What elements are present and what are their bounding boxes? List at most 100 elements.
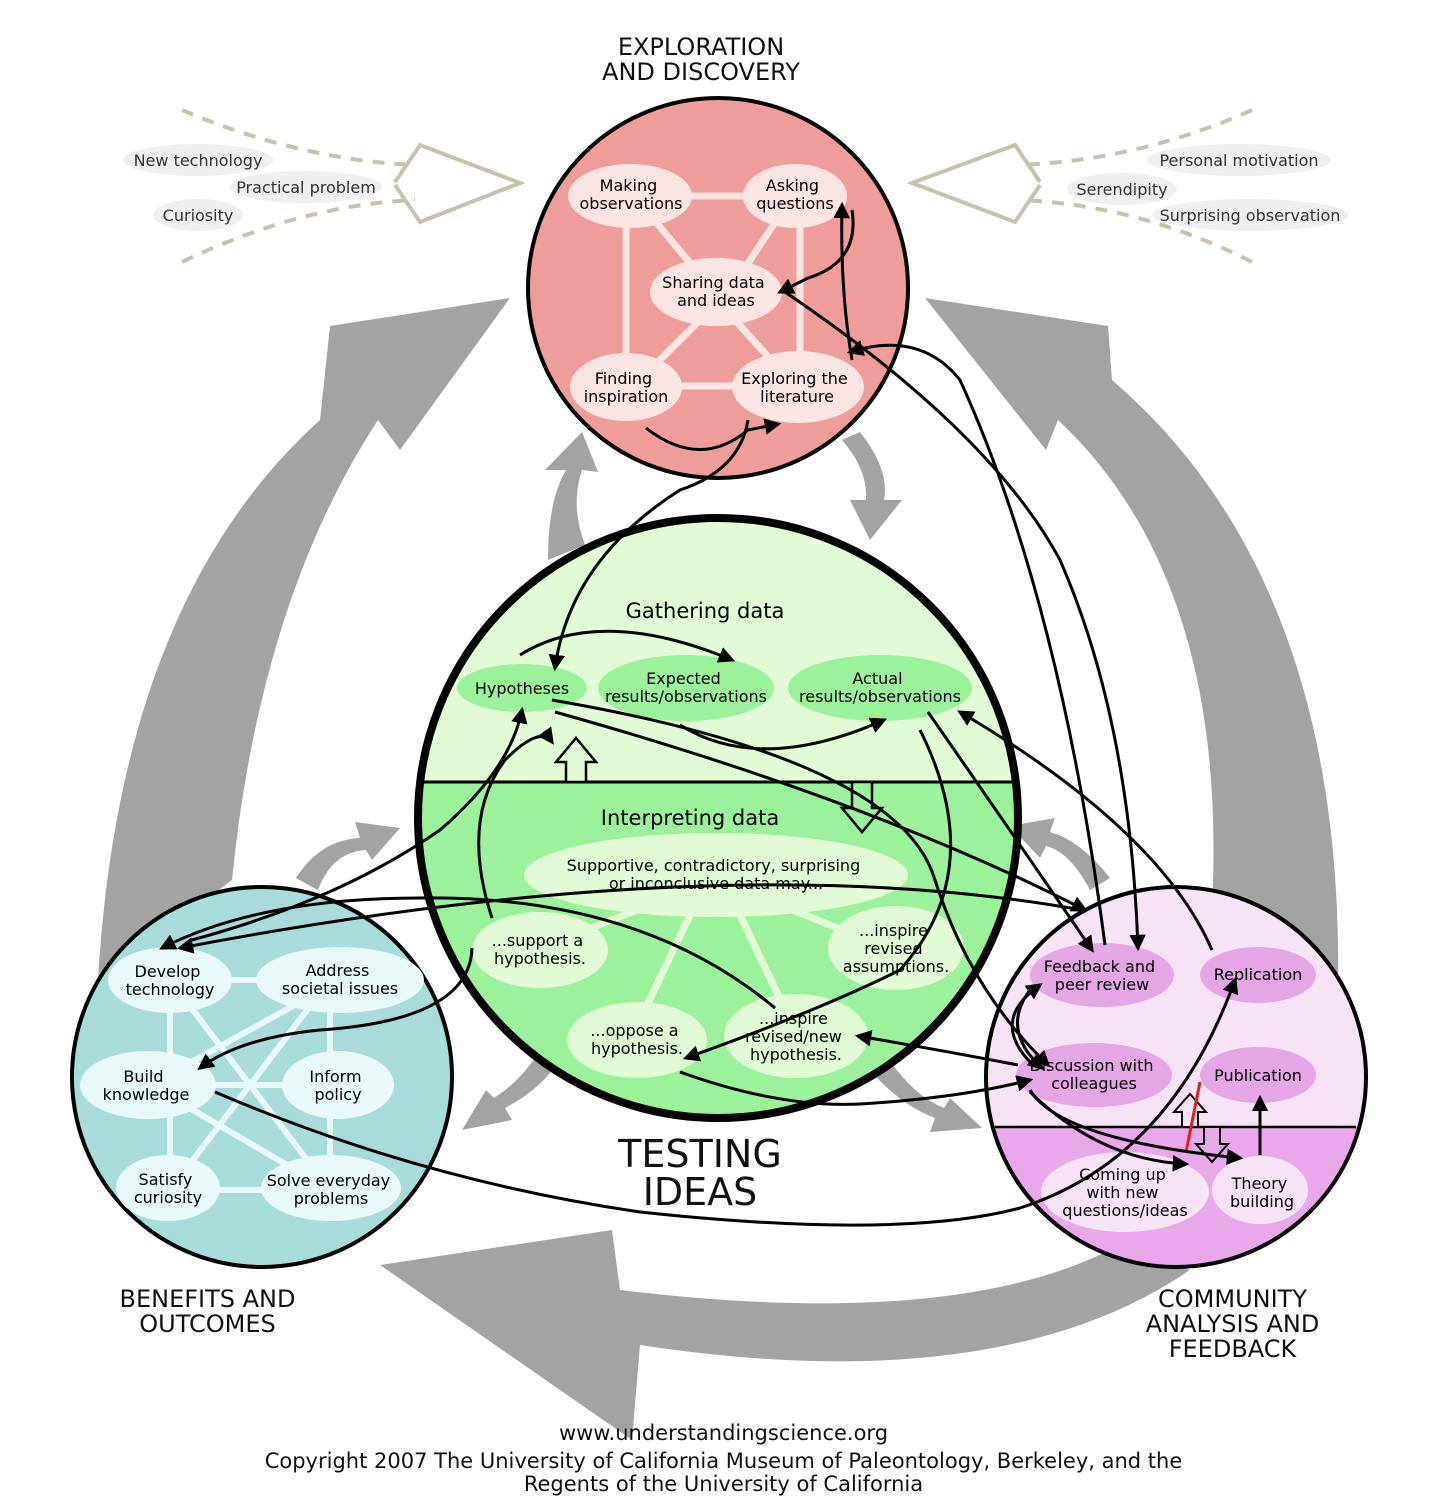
node-oppose-hypothesis: ...oppose a hypothesis. — [590, 1021, 683, 1058]
influence-practical-problem-label: Practical problem — [236, 178, 376, 197]
community-title-line2: ANALYSIS AND — [1145, 1310, 1320, 1338]
gathering-data-label: Gathering data — [626, 599, 785, 623]
node-finding-inspiration: Finding inspiration — [584, 369, 669, 406]
cycle-arrow-left — [98, 298, 510, 980]
benefits-circle: Develop technology Address societal issu… — [70, 885, 454, 1269]
arrow-hypotheses-to-feedback — [554, 710, 1088, 912]
influence-dash-right-2 — [1019, 198, 1253, 264]
arrow-feedback-to-discussion — [1016, 989, 1045, 1071]
testing-title-line2: IDEAS — [642, 1170, 758, 1214]
cycle-arrow-right — [925, 298, 1339, 990]
arrow-actual-to-feedback — [926, 711, 1094, 953]
influence-arrow-left-outline — [393, 142, 526, 225]
community-hollow-arrow-up — [1171, 1092, 1209, 1128]
benefits-title-line1: BENEFITS AND — [119, 1285, 296, 1313]
node-exploring-literature: Exploring the literature — [741, 369, 853, 406]
arrow-develop-to-hypotheses — [191, 706, 528, 942]
node-address-societal: Address societal issues — [282, 961, 398, 998]
node-supportive-data: Supportive, contradictory, surprising or… — [567, 856, 866, 893]
exploration-title-line1: EXPLORATION — [617, 33, 785, 61]
node-coming-up-questions: Coming up with new questions/ideas — [1062, 1165, 1187, 1220]
testing-title: TESTING IDEAS — [570, 1135, 830, 1211]
connector-test-community-down — [870, 1058, 982, 1132]
influence-surprising-observation-label: Surprising observation — [1160, 206, 1341, 225]
community-title: COMMUNITY ANALYSIS AND FEEDBACK — [1110, 1287, 1355, 1362]
node-expected-results: Expected results/observations — [605, 669, 767, 706]
connector-explore-test-down — [842, 432, 902, 540]
community-title-line3: FEEDBACK — [1168, 1335, 1297, 1363]
node-making-observations: Making observations — [580, 176, 683, 213]
node-inform-policy: Inform policy — [309, 1067, 366, 1104]
connector-test-community-up — [1010, 818, 1110, 890]
connector-test-benefit-up — [296, 822, 400, 890]
arrow-discussion-to-inspire — [854, 1030, 1019, 1067]
node-actual-results: Actual results/observations — [799, 669, 961, 706]
exploration-title: EXPLORATION AND DISCOVERY — [570, 35, 832, 85]
arrow-build-to-replication — [214, 976, 1239, 1227]
node-inspire-assumptions: ...inspire revised assumptions. — [843, 921, 949, 976]
node-theory-building: Theory building — [1230, 1174, 1294, 1211]
node-build-knowledge: Build knowledge — [103, 1067, 190, 1104]
influence-curiosity-label: Curiosity — [163, 206, 234, 225]
community-red-line — [1184, 1081, 1202, 1153]
influence-curiosity: Curiosity — [153, 199, 243, 231]
testing-circle: Gathering data Interpreting data Hypothe… — [414, 514, 1022, 1122]
node-solve-problems: Solve everyday problems — [267, 1171, 396, 1208]
arrow-to-coming-up — [1028, 1090, 1190, 1172]
cycle-arrows — [98, 298, 1339, 1440]
influence-new-technology-label: New technology — [134, 151, 263, 170]
node-satisfy-curiosity: Satisfy curiosity — [134, 1170, 202, 1207]
arrow-hypotheses-to-discussion — [551, 698, 1051, 1068]
influence-serendipity-label: Serendipity — [1076, 180, 1167, 199]
arrow-feedback-to-exploring — [846, 340, 1107, 946]
benefits-title-line2: OUTCOMES — [139, 1310, 276, 1338]
cycle-arrow-bottom — [380, 1230, 1190, 1440]
arrow-support-to-build — [197, 947, 474, 1070]
influence-personal-motivation: Personal motivation — [1147, 144, 1331, 176]
influence-arrow-right-outline — [906, 142, 1042, 225]
arrow-actual-to-oppose — [682, 729, 953, 1062]
influence-labels: New technology Practical problem Curiosi… — [123, 144, 1348, 231]
arrow-replication-to-actual — [957, 710, 1214, 951]
influence-personal-motivation-label: Personal motivation — [1159, 151, 1318, 170]
arrow-literature-to-hypotheses — [548, 419, 750, 672]
benefits-title: BENEFITS AND OUTCOMES — [90, 1287, 325, 1337]
connector-explore-test-up — [545, 432, 598, 560]
community-title-line1: COMMUNITY — [1158, 1285, 1307, 1313]
node-hypotheses: Hypotheses — [475, 679, 569, 698]
influence-surprising-observation: Surprising observation — [1152, 199, 1348, 231]
arrow-feedback-to-develop — [176, 883, 1083, 954]
connector-arrows — [296, 432, 1110, 1132]
interpreting-data-label: Interpreting data — [601, 806, 779, 830]
arrow-inspire-to-develop — [159, 896, 776, 1010]
connector-test-benefit-down — [462, 1050, 560, 1130]
arrow-sharing-to-feedback — [781, 288, 1146, 952]
footer-copyright-2: Regents of the University of California — [523, 1472, 924, 1496]
influence-practical-problem: Practical problem — [230, 171, 382, 203]
node-sharing-data: Sharing data and ideas — [662, 273, 770, 310]
exploration-circle: Making observations Asking questions Sha… — [526, 96, 910, 480]
influence-dash-right-1 — [1019, 108, 1253, 167]
arrow-oppose-to-discussion — [679, 1070, 1034, 1106]
arrow-expected-to-actual — [679, 717, 888, 751]
footer-copyright-1: Copyright 2007 The University of Califor… — [264, 1449, 1183, 1473]
community-hollow-arrow-down — [1193, 1126, 1231, 1164]
node-feedback-peer-review: Feedback and peer review — [1044, 957, 1160, 994]
influence-new-technology: New technology — [123, 144, 273, 176]
exploration-title-line2: AND DISCOVERY — [602, 58, 800, 86]
arrow-support-to-hypotheses — [477, 726, 554, 919]
arrow-hypotheses-to-expected — [519, 629, 736, 663]
node-replication: Replication — [1214, 965, 1303, 984]
node-asking-questions: Asking questions — [756, 176, 833, 213]
node-publication: Publication — [1214, 1066, 1302, 1085]
footer-url: www.understandingscience.org — [558, 1421, 889, 1445]
node-develop-technology: Develop technology — [126, 962, 215, 999]
node-support-hypothesis: ...support a hypothesis. — [492, 931, 589, 968]
influence-dash-left-1 — [181, 108, 416, 167]
testing-title-line1: TESTING — [618, 1132, 782, 1176]
influence-arrows — [181, 108, 1253, 264]
arrow-discussion-to-feedback — [1010, 983, 1043, 1064]
influence-serendipity: Serendipity — [1067, 173, 1177, 205]
influence-dash-left-2 — [181, 198, 416, 264]
